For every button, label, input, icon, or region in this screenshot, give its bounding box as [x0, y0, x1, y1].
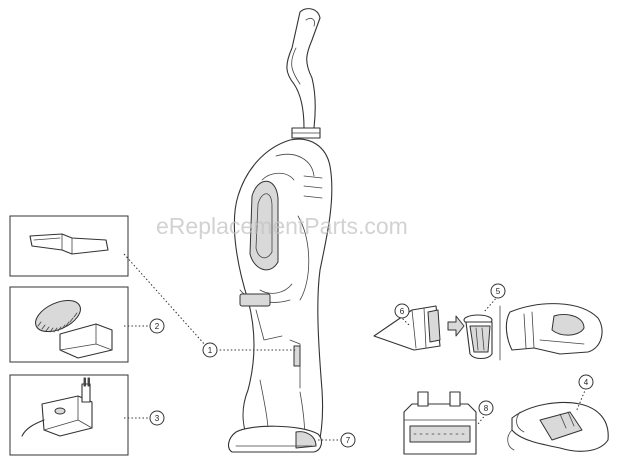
callout-1-label: 1	[208, 346, 213, 355]
crevice-tool-icon	[29, 233, 109, 255]
callout-8-label: 8	[484, 404, 489, 413]
callout-4-label: 4	[584, 378, 589, 387]
charger-adapter-icon	[21, 377, 93, 437]
callout-3: 3	[149, 410, 165, 426]
watermark-text: eReplacementParts.com	[156, 213, 408, 239]
callout-8: 8	[478, 400, 494, 416]
callout-2-label: 2	[155, 322, 160, 331]
callout-5-label: 5	[496, 287, 501, 296]
callout-5: 5	[490, 283, 506, 299]
callout-2: 2	[149, 318, 165, 334]
stick-vacuum-icon	[227, 8, 333, 453]
callout-1: 1	[202, 342, 218, 358]
hand-release-icon	[507, 401, 609, 452]
callout-4: 4	[578, 374, 594, 390]
filter-icon	[463, 305, 501, 361]
callout-7: 7	[340, 432, 356, 448]
callout-6: 6	[394, 303, 410, 319]
base-station-icon	[403, 391, 477, 455]
callout-7-label: 7	[346, 436, 351, 445]
callout-6-label: 6	[400, 307, 405, 316]
handheld-vacuum-icon	[373, 303, 603, 355]
accessory-box-crevice	[9, 215, 129, 277]
brush-tool-icon	[35, 299, 113, 359]
accessory-box-charger	[9, 374, 129, 456]
leader-lines	[123, 253, 587, 441]
callout-3-label: 3	[155, 414, 160, 423]
accessory-box-brush	[9, 286, 129, 363]
